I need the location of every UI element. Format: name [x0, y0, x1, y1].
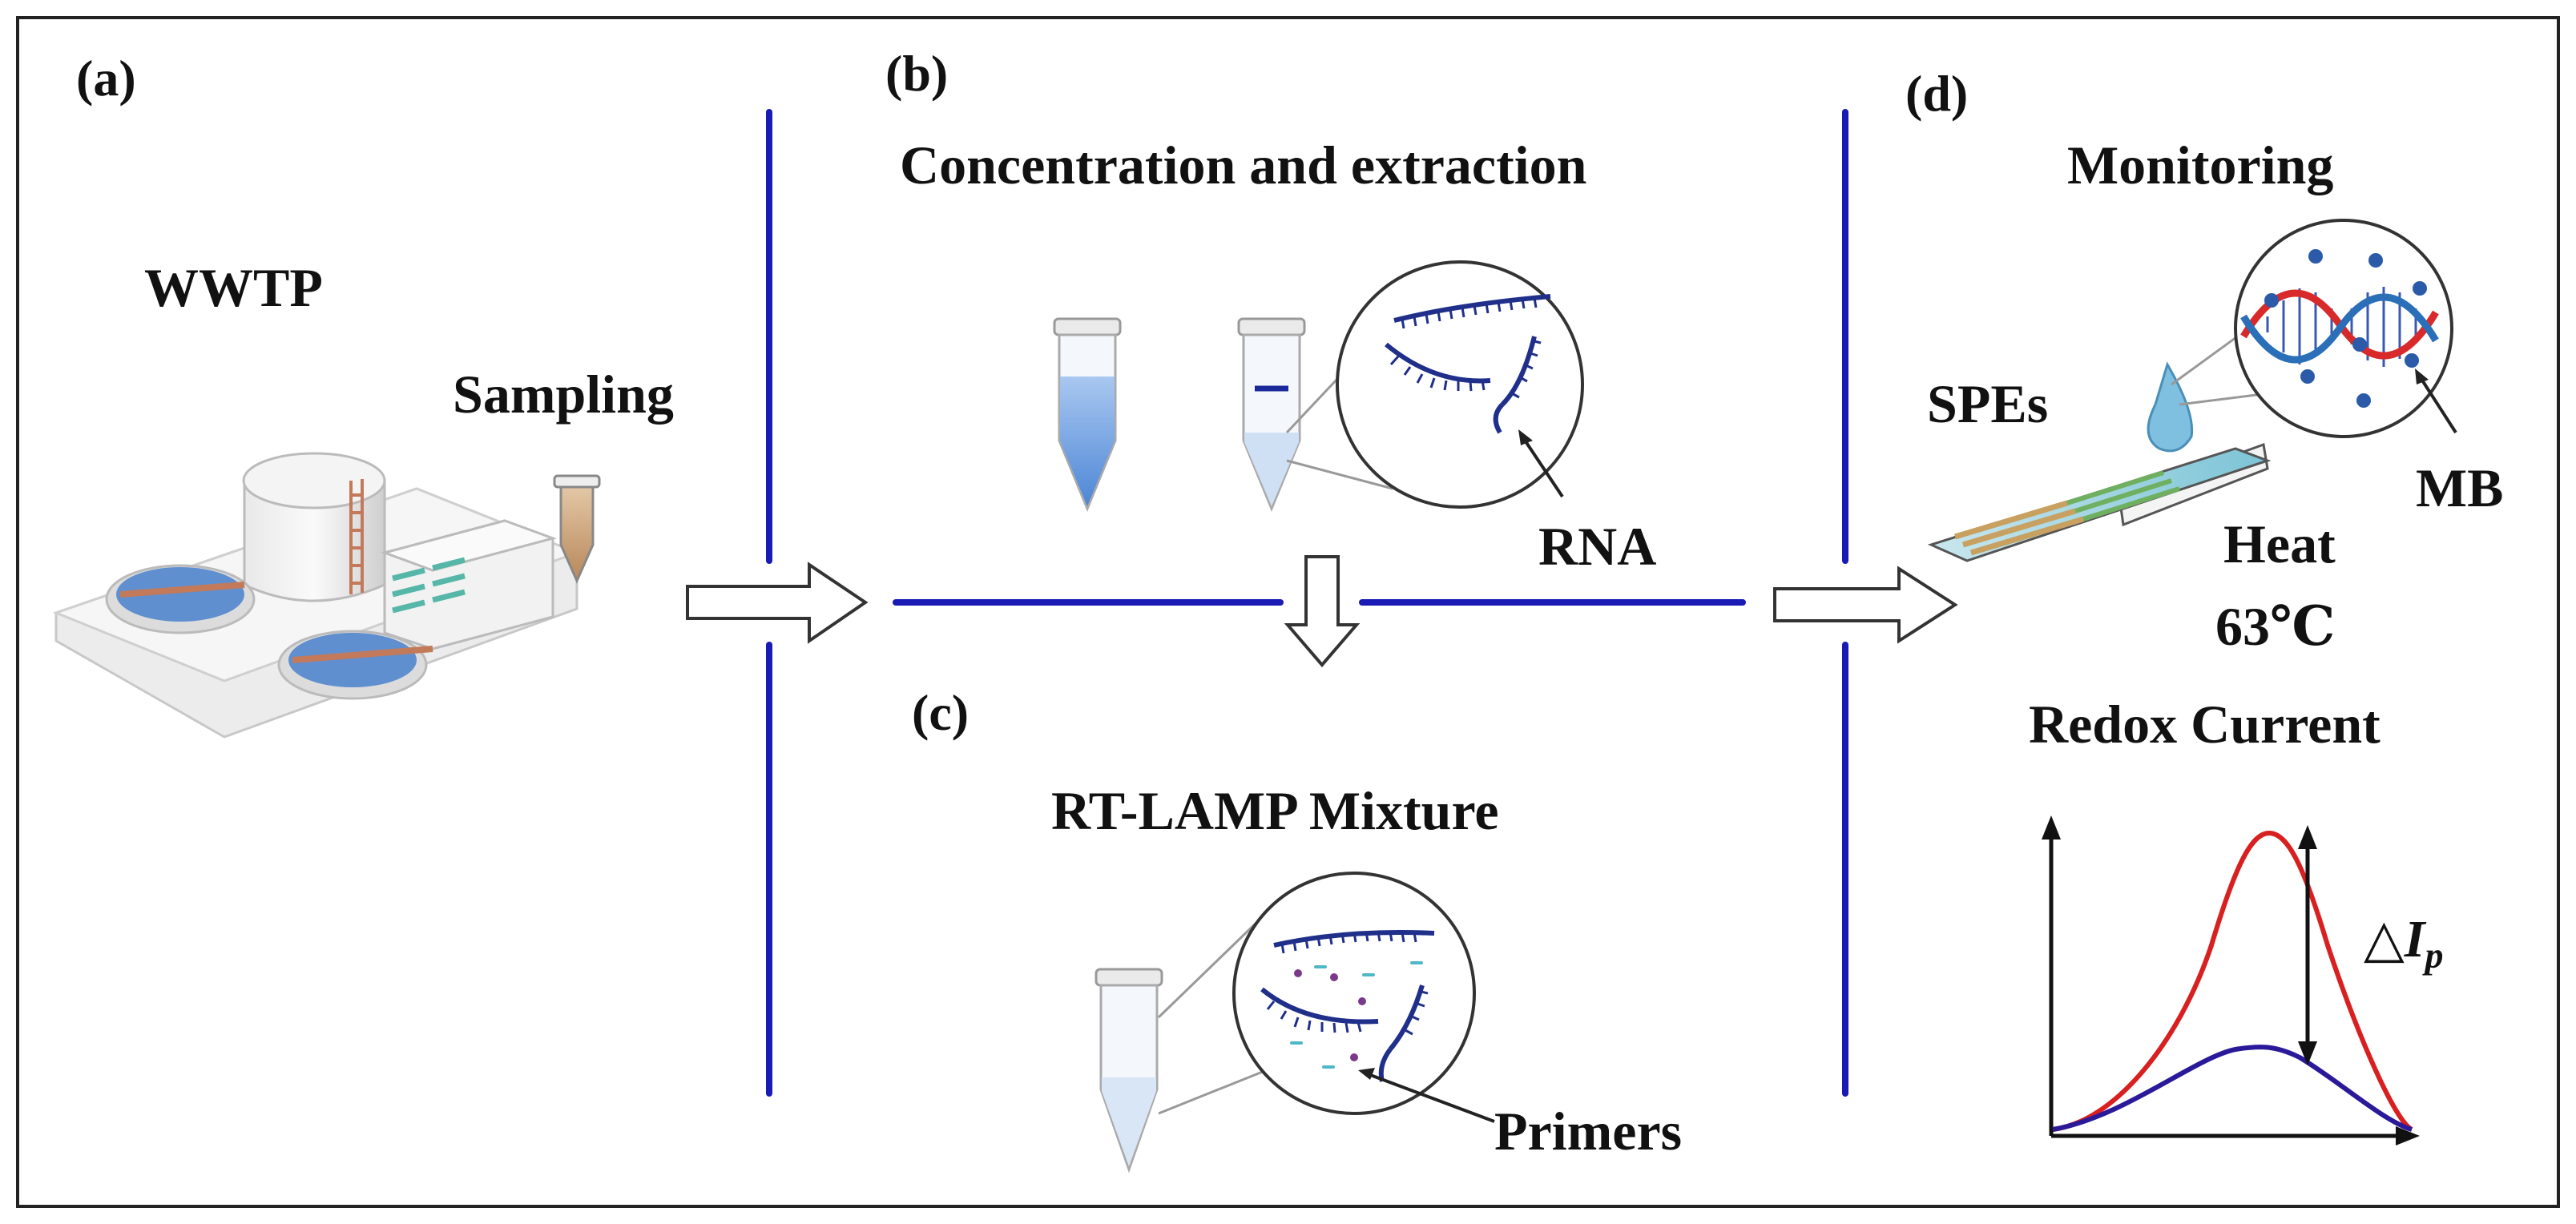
flow-arrow-c-to-d — [1773, 566, 1958, 644]
delta-arrow-top — [2298, 825, 2317, 849]
panel-label-c: (c) — [912, 684, 970, 741]
panel-label-d: (d) — [1905, 65, 1969, 122]
temperature-label: 63℃ — [2215, 596, 2336, 657]
panel-dividers — [766, 109, 1848, 1097]
flow-arrow-b-to-c — [1284, 555, 1361, 668]
delta-subscript: p — [2425, 935, 2444, 976]
delta-symbol: △ — [2364, 910, 2405, 968]
figure-frame — [16, 16, 2560, 1208]
rt-lamp-illustration — [1094, 872, 1495, 1174]
redox-plot — [2042, 815, 2420, 1145]
spe-illustration — [1927, 219, 2457, 562]
curve-high — [2052, 830, 2413, 1132]
plot-x-arrowhead — [2396, 1126, 2420, 1145]
wwtp-illustration — [52, 452, 601, 739]
monitoring-title: Monitoring — [2067, 135, 2334, 195]
panel-label-b: (b) — [885, 45, 949, 102]
spes-label: SPEs — [1927, 373, 2049, 434]
curve-low — [2052, 1045, 2413, 1132]
rna-label: RNA — [1538, 516, 1657, 577]
plot-y-arrowhead — [2042, 815, 2061, 839]
extraction-illustration — [1053, 260, 1584, 512]
wwtp-label: WWTP — [144, 257, 323, 318]
panel-label-a: (a) — [76, 50, 136, 107]
mb-label: MB — [2416, 457, 2504, 518]
delta-variable: I — [2404, 910, 2425, 968]
delta-arrow-bottom — [2298, 1041, 2317, 1065]
flow-arrow-a-to-b — [686, 562, 869, 644]
extraction-title: Concentration and extraction — [900, 135, 1587, 195]
sampling-label: Sampling — [453, 364, 674, 425]
delta-ip-label: △Ip — [2364, 913, 2443, 974]
rt-lamp-title: RT-LAMP Mixture — [1051, 780, 1499, 841]
primers-label: Primers — [1494, 1101, 1683, 1162]
heat-label: Heat — [2223, 513, 2336, 574]
redox-current-title: Redox Current — [2029, 694, 2380, 755]
